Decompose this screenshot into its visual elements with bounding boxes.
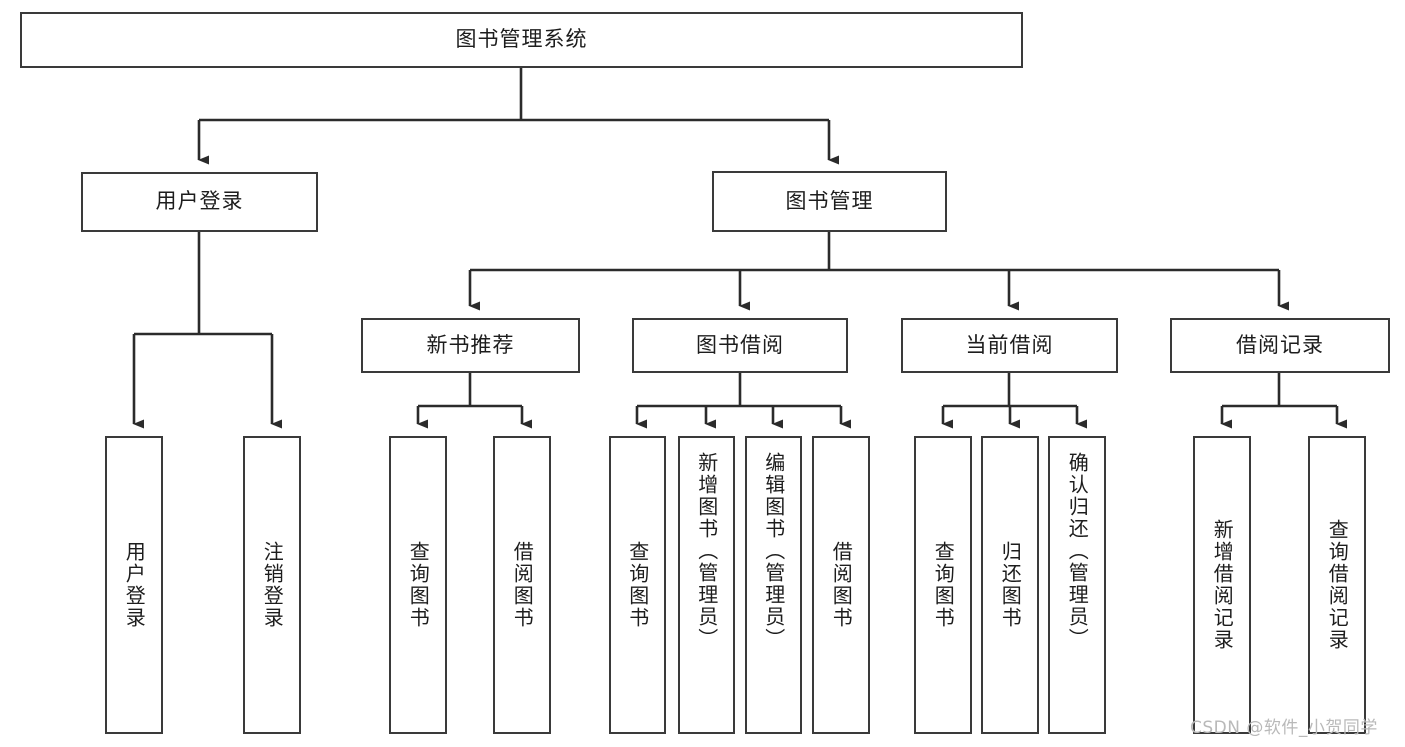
node-label: 确认归还（管理员）: [1065, 452, 1090, 650]
node-label: 用户登录: [155, 189, 244, 214]
node-label: 借阅记录: [1236, 332, 1324, 357]
leaf-borrow-edit-book-admin[interactable]: 编辑图书（管理员）: [745, 436, 802, 734]
node-label: 编辑图书（管理员）: [761, 452, 786, 650]
leaf-user-login-signin[interactable]: 用户登录: [105, 436, 163, 734]
node-label: 新增图书（管理员）: [694, 452, 719, 650]
node-borrow-record[interactable]: 借阅记录: [1170, 318, 1390, 373]
leaf-record-query-record[interactable]: 查询借阅记录: [1308, 436, 1366, 734]
leaf-record-add-record[interactable]: 新增借阅记录: [1193, 436, 1251, 734]
node-book-management[interactable]: 图书管理: [712, 171, 947, 232]
csdn-watermark: CSDN @软件_小贺同学: [1190, 718, 1378, 738]
node-label: 借阅图书: [829, 541, 854, 629]
node-label: 图书管理系统: [455, 27, 588, 52]
node-label: 当前借阅: [965, 332, 1054, 357]
leaf-recommend-borrow-book[interactable]: 借阅图书: [493, 436, 551, 734]
node-label: 新增借阅记录: [1210, 519, 1235, 651]
leaf-current-return-book[interactable]: 归还图书: [981, 436, 1039, 734]
leaf-current-confirm-return-admin[interactable]: 确认归还（管理员）: [1048, 436, 1106, 734]
node-label: 用户登录: [122, 541, 147, 629]
leaf-borrow-query-book[interactable]: 查询图书: [609, 436, 666, 734]
node-new-book-recommend[interactable]: 新书推荐: [361, 318, 580, 373]
node-label: 借阅图书: [510, 541, 535, 629]
node-book-borrow[interactable]: 图书借阅: [632, 318, 848, 373]
node-root-system[interactable]: 图书管理系统: [20, 12, 1023, 68]
leaf-current-query-book[interactable]: 查询图书: [914, 436, 972, 734]
node-label: 注销登录: [260, 541, 285, 629]
leaf-borrow-borrow-book[interactable]: 借阅图书: [812, 436, 870, 734]
node-label: 查询图书: [931, 541, 956, 629]
node-user-login[interactable]: 用户登录: [81, 172, 318, 232]
node-current-borrow[interactable]: 当前借阅: [901, 318, 1118, 373]
leaf-user-login-signout[interactable]: 注销登录: [243, 436, 301, 734]
leaf-recommend-query-book[interactable]: 查询图书: [389, 436, 447, 734]
node-label: 归还图书: [998, 541, 1023, 629]
node-label: 图书管理: [785, 188, 874, 213]
leaf-borrow-add-book-admin[interactable]: 新增图书（管理员）: [678, 436, 735, 734]
node-label: 新书推荐: [426, 332, 515, 357]
node-label: 图书借阅: [696, 332, 784, 357]
node-label: 查询图书: [406, 541, 431, 629]
node-label: 查询图书: [625, 541, 650, 629]
node-label: 查询借阅记录: [1325, 519, 1350, 651]
